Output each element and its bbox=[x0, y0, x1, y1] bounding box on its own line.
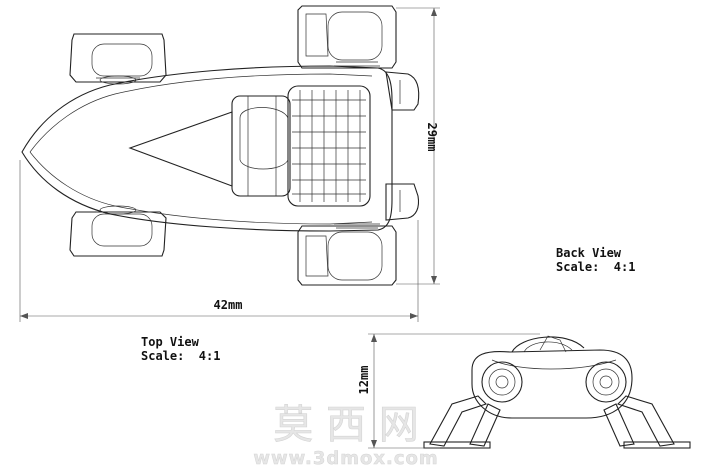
car-body bbox=[21, 65, 393, 232]
width-dimension-label: 42mm bbox=[214, 298, 243, 312]
front-left-wheel bbox=[69, 33, 167, 85]
rear-left-wheel bbox=[297, 5, 397, 69]
width-dimension-top: 42mm bbox=[19, 160, 419, 322]
rear-bumper bbox=[385, 71, 420, 221]
back-view-drawing bbox=[423, 335, 691, 449]
back-body bbox=[471, 349, 633, 419]
back-left-leg bbox=[423, 395, 501, 449]
watermark-brand: 莫 西 网 bbox=[273, 402, 418, 448]
front-right-wheel bbox=[69, 205, 167, 257]
back-view-title: Back View bbox=[556, 246, 622, 260]
watermark: 莫 西 网 www.3dmox.com bbox=[253, 402, 438, 469]
watermark-url: www.3dmox.com bbox=[253, 448, 438, 469]
back-height-dimension-label: 12mm bbox=[357, 366, 371, 395]
top-view-title: Top View bbox=[141, 335, 200, 349]
rear-right-wheel bbox=[297, 223, 397, 286]
engine-block bbox=[231, 95, 291, 197]
nose-cone bbox=[128, 111, 233, 187]
cockpit-grid bbox=[287, 85, 371, 207]
top-view-scale: Scale: 4:1 bbox=[141, 349, 220, 363]
back-view-scale: Scale: 4:1 bbox=[556, 260, 635, 274]
back-right-leg bbox=[603, 395, 691, 449]
height-dimension-back: 12mm bbox=[357, 333, 540, 449]
top-view-drawing bbox=[21, 5, 420, 286]
back-left-wheel bbox=[481, 361, 523, 403]
back-right-wheel bbox=[585, 361, 627, 403]
height-dimension-label: 29mm bbox=[425, 123, 439, 152]
